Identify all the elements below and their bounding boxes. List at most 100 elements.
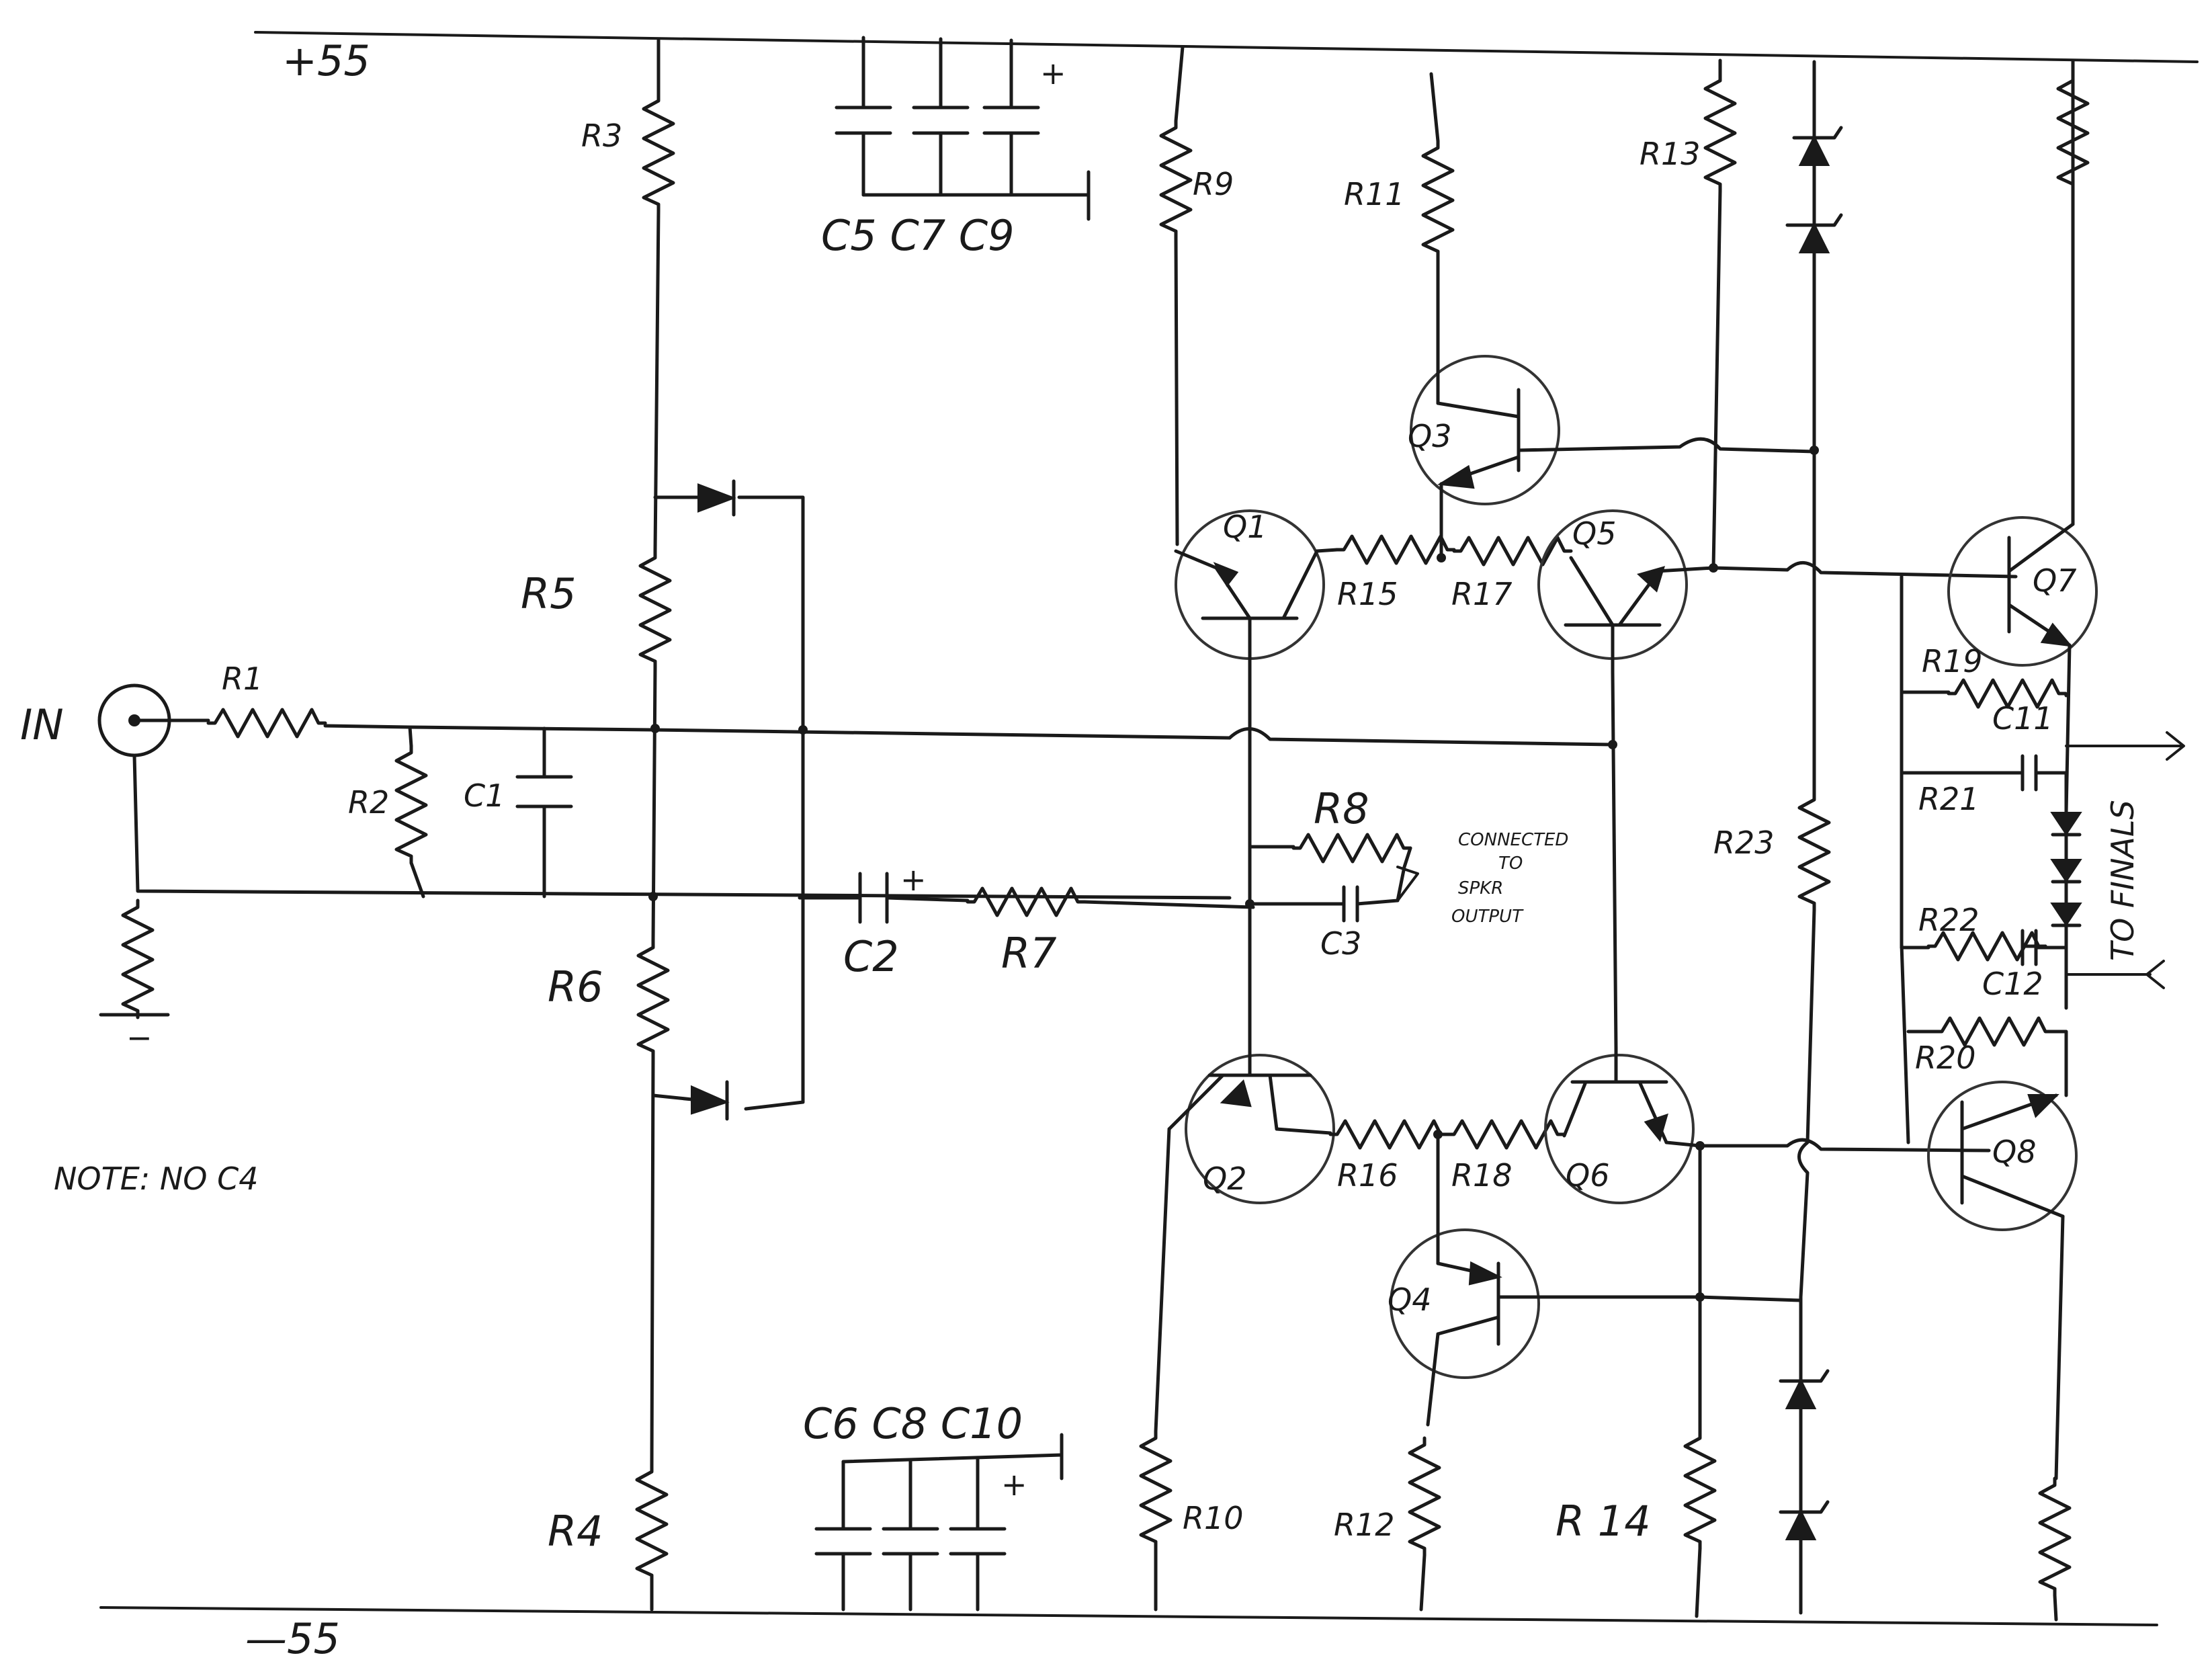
resistor-r1-label: R1 <box>222 661 263 697</box>
wire-main-input <box>323 724 1232 740</box>
wire-q1-collector <box>1174 549 1218 570</box>
transistor-q7 <box>1947 516 2098 667</box>
resistor-r7-label: R7 <box>1001 929 1057 978</box>
input-label: IN <box>20 700 64 749</box>
capacitor-c11-label: C11 <box>1992 700 2053 737</box>
wire-q4-base <box>1496 1295 1803 1302</box>
resistor-r11-label: R11 <box>1344 176 1405 212</box>
resistor-r6 <box>638 941 668 1058</box>
wire-main-input-cont <box>1228 727 1615 747</box>
resistor-r5 <box>640 551 670 668</box>
resistor-r12-label: R12 <box>1334 1507 1395 1543</box>
resistor-q8-bottom <box>2040 1478 2070 1595</box>
bias-diode-top <box>653 479 805 1111</box>
wire-r12-bottom <box>1419 1553 1427 1612</box>
wire-q6-q8 <box>1664 1138 1991 1153</box>
capacitor-c2-plus: + <box>900 862 927 898</box>
resistor-r6-label: R6 <box>548 962 603 1011</box>
wire-r13-node <box>1711 189 1722 570</box>
capacitor-c3-label: C3 <box>1320 925 1361 962</box>
wire-q5-q7 <box>1654 561 2018 579</box>
note-speaker-line3: SPKR <box>1458 878 1503 898</box>
node-bias-input <box>650 724 660 733</box>
wire-r7-node <box>1082 900 1255 909</box>
resistor-r13-label: R13 <box>1640 136 1701 172</box>
capacitor-group-top-plus: + <box>1040 55 1066 91</box>
transistor-q3-label: Q3 <box>1408 418 1451 454</box>
resistor-r15-label: R15 <box>1337 576 1398 612</box>
capacitor-c12 <box>2020 929 2068 966</box>
wire-bias-left-lower <box>1900 942 1910 1144</box>
resistor-r16 <box>1330 1121 1447 1148</box>
resistor-r9-label: R9 <box>1193 166 1234 202</box>
resistor-r3 <box>644 94 673 211</box>
resistor-r18-label: R18 <box>1451 1157 1513 1194</box>
resistor-r2-label: R2 <box>348 784 389 821</box>
wire-c2-r7 <box>885 896 970 903</box>
resistor-r4-label: R4 <box>548 1507 603 1556</box>
resistor-r13 <box>1705 74 1735 191</box>
resistor-r14 <box>1685 1431 1715 1548</box>
wire-r9-q1 <box>1174 236 1179 546</box>
note-to-finals: TO FINALS <box>2104 800 2141 961</box>
capacitor-c1 <box>515 726 573 898</box>
transistor-q5 <box>1537 509 1688 674</box>
transistor-q3 <box>1410 355 1560 505</box>
wire-r14-bottom <box>1695 1546 1702 1618</box>
bias-diode-bottom <box>651 1080 730 1121</box>
wire-q1-r15 <box>1315 548 1339 553</box>
resistor-r3-label: R3 <box>581 118 622 154</box>
resistor-r4 <box>637 1465 667 1582</box>
ground-minus: − <box>126 1019 153 1056</box>
negative-rail <box>99 1606 2158 1626</box>
transistor-q4 <box>1390 1228 1540 1379</box>
zener-diode-top <box>1785 60 1843 452</box>
resistor-r21-label: R21 <box>1918 781 1980 817</box>
wire-q2-r16 <box>1275 1127 1332 1135</box>
resistor-r12 <box>1410 1438 1439 1555</box>
capacitor-c2-label: C2 <box>843 932 899 981</box>
resistor-r10-label: R10 <box>1183 1500 1244 1536</box>
negative-rail-label: —55 <box>245 1614 340 1663</box>
wire-r9-top <box>1174 45 1185 123</box>
transistor-q4-label: Q4 <box>1388 1282 1431 1318</box>
wire-r20-right <box>2050 1030 2068 1097</box>
resistor-r20-label: R20 <box>1915 1040 1976 1076</box>
capacitor-c2 <box>858 872 889 924</box>
resistor-r11 <box>1423 141 1453 258</box>
resistor-r16-label: R16 <box>1337 1157 1398 1194</box>
resistor-r14-label: R 14 <box>1556 1497 1651 1546</box>
wire-q3-base <box>1517 437 1816 454</box>
capacitor-group-top-label: C5 C7 C9 <box>821 211 1015 260</box>
resistor-r7 <box>968 888 1084 915</box>
output-diode-stack <box>2050 771 2082 1010</box>
resistor-r23-label: R23 <box>1713 825 1775 861</box>
positive-rail <box>254 31 2199 63</box>
node-feedback <box>1245 899 1254 909</box>
capacitor-group-bottom-plus: + <box>1001 1466 1027 1503</box>
node-q5-base <box>1608 740 1617 749</box>
resistor-r19-label: R19 <box>1922 643 1983 679</box>
transistor-q2-label: Q2 <box>1203 1161 1246 1197</box>
transistor-q6 <box>1544 1046 1695 1204</box>
transistor-q8 <box>1927 1081 2078 1231</box>
wire-r11-top <box>1429 72 1440 143</box>
capacitor-c12-label: C12 <box>1982 966 2043 1002</box>
node-diode-input <box>798 725 808 735</box>
capacitor-c1-label: C1 <box>464 778 505 814</box>
wire-q2-r10 <box>1154 1127 1171 1433</box>
capacitor-group-bottom <box>814 1433 1064 1612</box>
transistor-q1-label: Q1 <box>1223 509 1267 545</box>
arrow-to-speaker <box>1396 866 1419 902</box>
resistor-r22-label: R22 <box>1918 902 1980 938</box>
resistor-r15 <box>1337 536 1454 563</box>
wire-r2-top <box>408 725 413 748</box>
resistor-r17-label: R17 <box>1451 576 1513 612</box>
positive-rail-label: +55 <box>282 36 370 85</box>
resistor-r5-label: R5 <box>521 569 577 618</box>
design-note: NOTE: NO C4 <box>54 1161 259 1197</box>
wire-ground-bus <box>132 753 1232 900</box>
wire-r3-r5 <box>653 209 661 553</box>
transistor-q6-label: Q6 <box>1566 1157 1609 1194</box>
